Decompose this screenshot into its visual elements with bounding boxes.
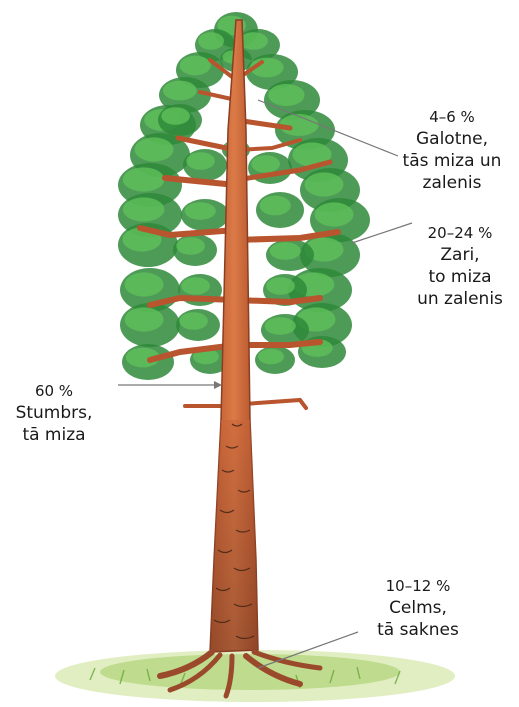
crown-line-2: tās miza un <box>392 150 512 172</box>
trunk-label: 60 % Stumbrs, tā miza <box>0 380 108 446</box>
branches-label: 20–24 % Zari, to miza un zalenis <box>405 222 515 310</box>
foliage-highlight <box>125 307 164 331</box>
foliage-highlight <box>270 242 301 260</box>
foliage-highlight <box>125 272 164 296</box>
foliage-highlight <box>186 152 215 170</box>
foliage-highlight <box>315 202 354 226</box>
foliage-highlight <box>163 81 197 101</box>
foliage-highlight <box>176 237 205 255</box>
foliage-highlight <box>258 349 284 364</box>
branches-percentage: 20–24 % <box>405 222 515 244</box>
stump-percentage: 10–12 % <box>358 575 478 597</box>
foliage-highlight <box>265 317 296 335</box>
trunk-line-1: Stumbrs, <box>0 402 108 424</box>
stump-line-2: tā saknes <box>358 619 478 641</box>
foliage-highlight <box>181 277 210 295</box>
foliage-highlight <box>266 277 295 295</box>
foliage-highlight <box>185 202 216 220</box>
foliage-highlight <box>268 84 304 106</box>
foliage-highlight <box>179 312 208 330</box>
branches-line-3: un zalenis <box>405 288 515 310</box>
crown-line-3: zalenis <box>392 172 512 194</box>
ground <box>55 650 455 702</box>
foliage-highlight <box>180 56 211 76</box>
crown-line-1: Galotne, <box>392 128 512 150</box>
stump-label: 10–12 % Celms, tā saknes <box>358 575 478 641</box>
trunk-line-2: tā miza <box>0 424 108 446</box>
trunk-percentage: 60 % <box>0 380 108 402</box>
foliage-highlight <box>123 197 165 221</box>
foliage-highlight <box>260 196 291 216</box>
foliage-highlight <box>251 155 280 173</box>
pointer-trunk-arrowhead <box>214 381 222 389</box>
foliage-highlight <box>161 107 190 125</box>
crown-percentage: 4–6 % <box>392 106 512 128</box>
foliage-highlight <box>135 137 174 161</box>
stump-line-1: Celms, <box>358 597 478 619</box>
branches-line-2: to miza <box>405 266 515 288</box>
foliage-highlight <box>123 167 165 191</box>
branches-line-1: Zari, <box>405 244 515 266</box>
foliage-highlight <box>198 32 224 50</box>
tree-trunk <box>210 20 258 652</box>
foliage-highlight <box>305 172 344 196</box>
crown-label: 4–6 % Galotne, tās miza un zalenis <box>392 106 512 194</box>
